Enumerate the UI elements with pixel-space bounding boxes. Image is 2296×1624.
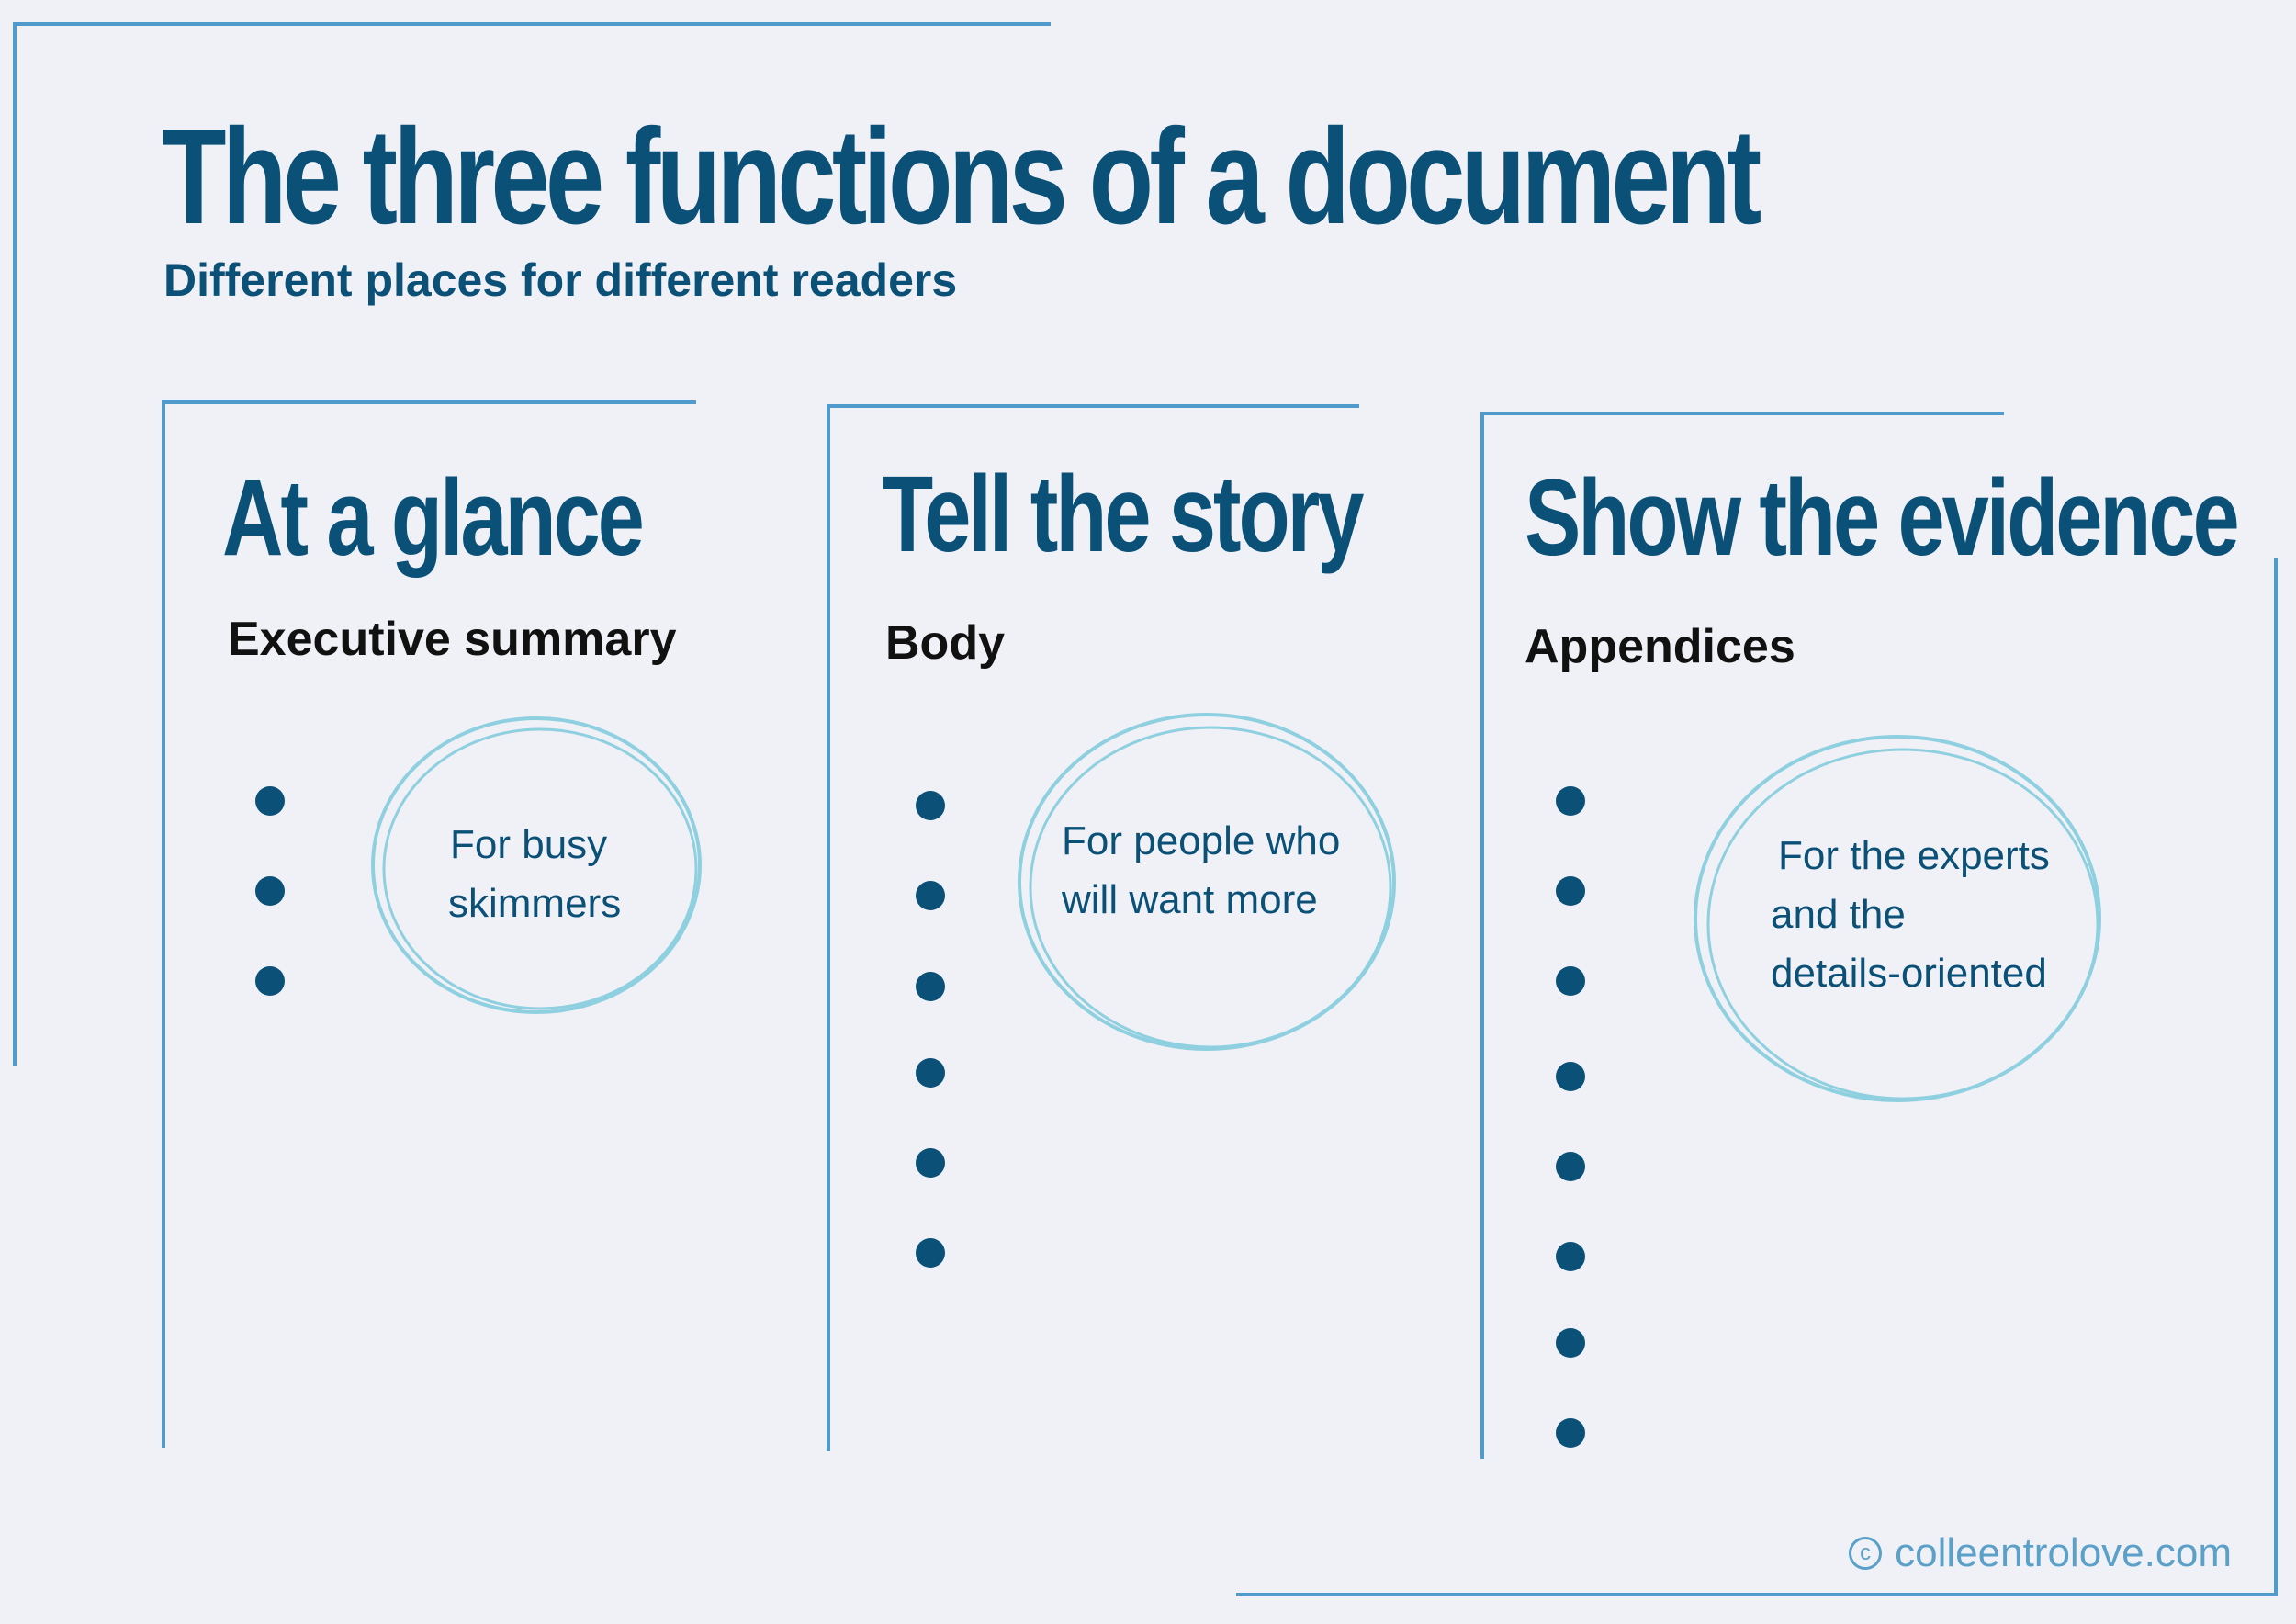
bullet-dot: [255, 966, 285, 996]
bullet-dot: [1556, 1418, 1585, 1448]
frame-top-line: [13, 22, 1051, 26]
bullet-dot: [916, 1238, 945, 1268]
col2-subheading: Body: [885, 616, 1005, 670]
page-title: The three functions of a document: [162, 101, 1761, 253]
copyright-icon: c: [1849, 1537, 1883, 1570]
col3-bubble-circle: [1694, 735, 2101, 1102]
col2-bubble-circle: [1018, 713, 1396, 1051]
col3-left-line: [1480, 412, 1484, 1459]
col1-subheading: Executive summary: [228, 613, 677, 666]
frame-left-line: [13, 22, 17, 1066]
col3-bubble-line-1: For the experts: [1778, 833, 2050, 878]
col1-top-line: [162, 400, 696, 404]
col1-left-line: [162, 400, 165, 1448]
frame-bottom-line: [1236, 1593, 2278, 1596]
bullet-dot: [255, 786, 285, 816]
bullet-dot: [916, 791, 945, 820]
footer-site: colleentrolove.com: [1895, 1530, 2232, 1575]
col3-bubble-line-2: and the: [1771, 892, 1906, 937]
bullet-dot: [1556, 1328, 1585, 1358]
bullet-dot: [916, 1058, 945, 1088]
col3-top-line: [1480, 412, 2004, 415]
bullet-dot: [1556, 786, 1585, 816]
col1-heading: At a glance: [222, 457, 645, 579]
bullet-dot: [916, 881, 945, 910]
footer-credit: c colleentrolove.com: [1849, 1530, 2232, 1576]
col2-left-line: [827, 404, 830, 1451]
bullet-dot: [1556, 966, 1585, 996]
bullet-dot: [1556, 1242, 1585, 1271]
col1-bubble-line-1: For busy: [450, 822, 608, 867]
bullet-dot: [916, 1148, 945, 1178]
bullet-dot: [1556, 1152, 1585, 1181]
col2-top-line: [827, 404, 1359, 408]
bullet-dot: [1556, 1062, 1585, 1091]
col2-bubble-line-2: will want more: [1062, 877, 1318, 922]
col3-subheading: Appendices: [1525, 620, 1795, 673]
col3-bubble-line-3: details-oriented: [1771, 951, 2047, 996]
col1-bubble-circle: [371, 716, 702, 1014]
col3-heading: Show the evidence: [1525, 457, 2240, 579]
bullet-dot: [916, 972, 945, 1001]
col2-bubble-line-1: For people who: [1062, 818, 1341, 863]
col2-heading: Tell the story: [882, 454, 1364, 575]
bullet-dot: [1556, 876, 1585, 906]
frame-right-line: [2274, 558, 2278, 1596]
page-subtitle: Different places for different readers: [163, 254, 958, 306]
col1-bubble-line-2: skimmers: [448, 881, 622, 926]
bullet-dot: [255, 876, 285, 906]
